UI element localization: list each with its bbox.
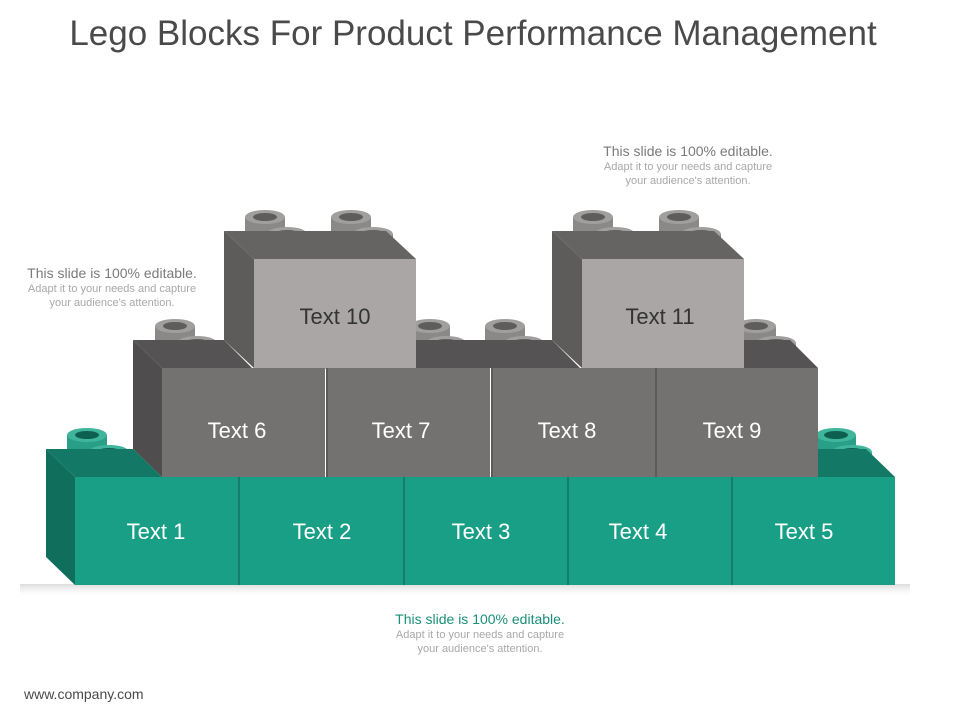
brick-label-2: Text 2 [293,519,352,544]
brick-front-6 [162,368,325,477]
brick-front-10 [254,259,416,369]
brick-front-4 [569,477,732,585]
brick-seam [491,368,493,477]
note-left-line-1: Adapt it to your needs and capture [27,283,197,295]
brick-label-1: Text 1 [127,519,186,544]
note-top-line-1: Adapt it to your needs and capture [603,161,773,173]
brick-front-2 [240,477,403,585]
brick-label-4: Text 4 [609,519,668,544]
brick-top-11 [552,231,744,259]
brick-seam [326,368,328,477]
brick-label-7: Text 7 [372,418,431,443]
note-left: This slide is 100% editable. Adapt it to… [0,265,224,310]
middle-row-fronts [162,368,818,477]
middle-row-side [133,340,162,477]
middle-row-top-right [744,340,818,368]
note-bottom-line-1: Adapt it to your needs and capture [395,629,565,641]
bottom-row-fronts [75,477,895,585]
footer-url: www.company.com [24,686,144,702]
brick-label-10: Text 10 [300,304,371,329]
bottom-row-side [46,449,75,585]
note-left-line-2: your audience's attention. [49,297,175,309]
brick-top-10 [224,231,416,259]
note-top-heading: This slide is 100% editable. [603,143,773,159]
brick-side-10 [224,231,254,368]
brick-seam [567,477,569,585]
middle-row-top-center [416,340,580,368]
brick-front-9 [656,368,818,477]
note-bottom-line-2: your audience's attention. [417,643,543,655]
brick-label-5: Text 5 [775,519,834,544]
brick-front-3 [405,477,568,585]
slide-title: Lego Blocks For Product Performance Mana… [69,14,877,53]
ground-shadow [20,584,910,598]
brick-seam [238,477,240,585]
middle-row-top-left [133,340,252,368]
brick-front-8 [492,368,655,477]
note-top: This slide is 100% editable. Adapt it to… [568,143,808,188]
brick-front-11 [582,259,744,369]
brick-seam [731,477,733,585]
brick-front-5 [733,477,895,585]
brick-seam [403,477,405,585]
brick-label-6: Text 6 [208,418,267,443]
note-bottom: This slide is 100% editable. Adapt it to… [360,611,600,656]
bottom-row-top-right [818,449,895,477]
note-bottom-heading: This slide is 100% editable. [395,611,565,627]
bottom-row-top-left [46,449,162,477]
brick-front-7 [327,368,490,477]
brick-label-8: Text 8 [538,418,597,443]
brick-label-3: Text 3 [452,519,511,544]
brick-seam [655,368,657,477]
note-top-line-2: your audience's attention. [625,175,751,187]
brick-label-11: Text 11 [625,304,694,329]
brick-side-11 [552,231,582,368]
brick-front-1 [75,477,238,585]
note-left-heading: This slide is 100% editable. [27,265,197,281]
brick-label-9: Text 9 [703,418,762,443]
